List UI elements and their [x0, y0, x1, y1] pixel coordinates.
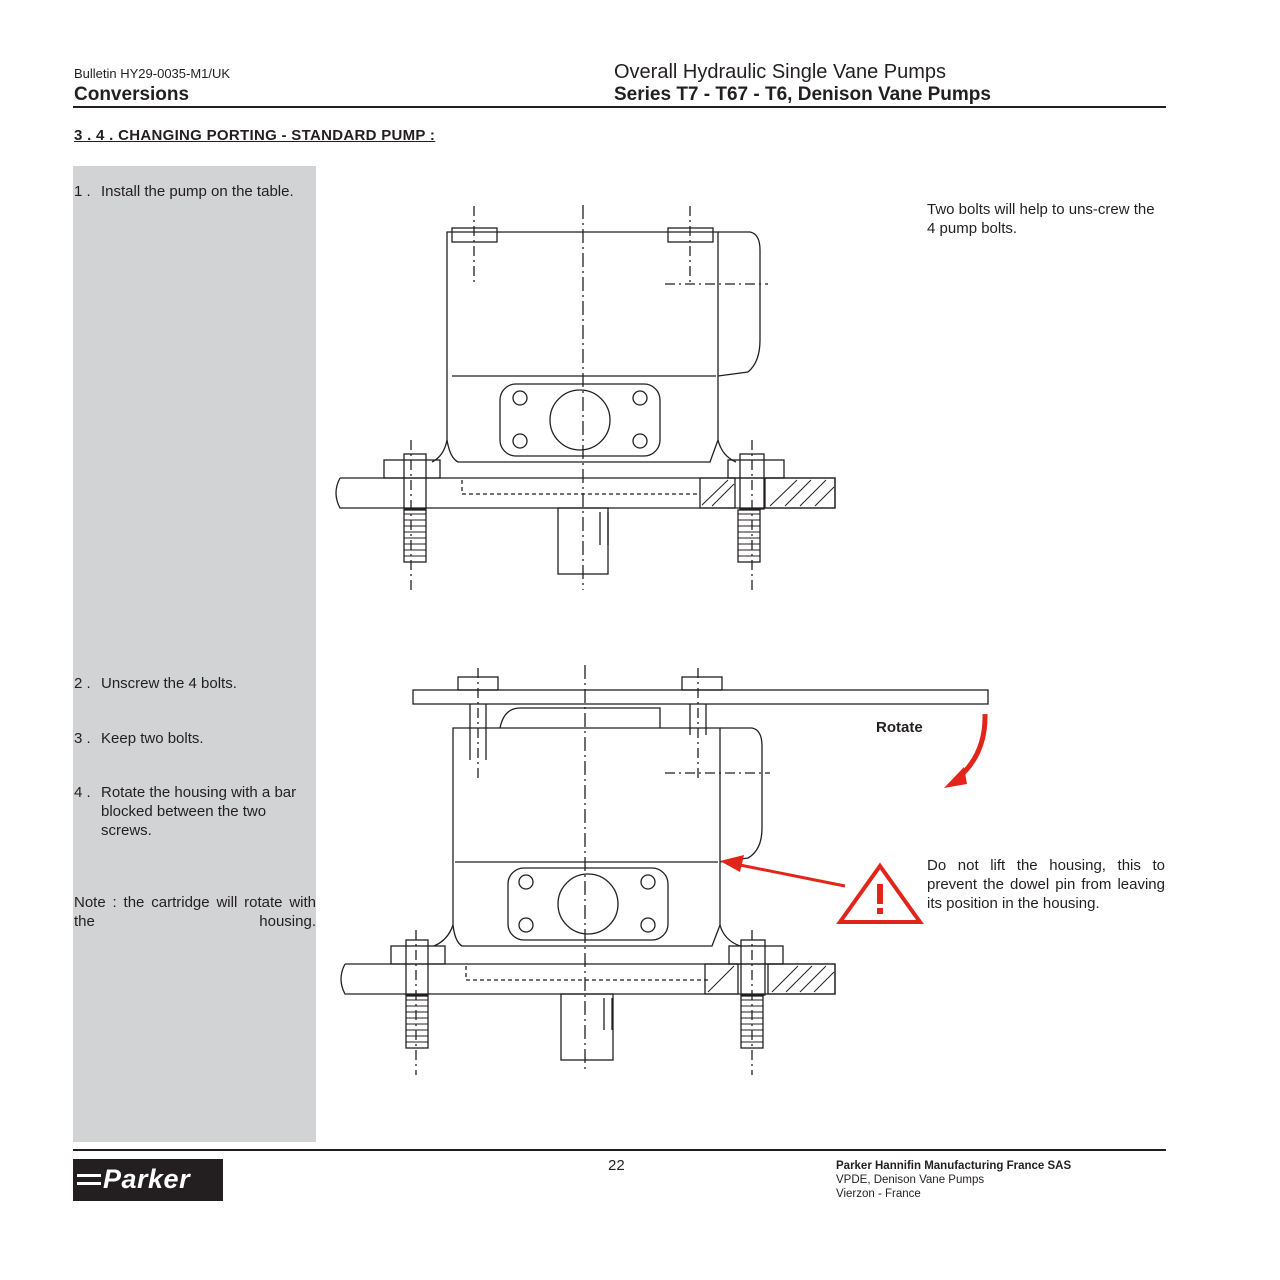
- rotate-label: Rotate: [876, 719, 923, 736]
- company-location: Vierzon - France: [836, 1188, 921, 1200]
- document-series: Series T7 - T67 - T6, Denison Vane Pumps: [614, 84, 991, 105]
- rotate-arrow-icon: [944, 713, 988, 788]
- step-number: 2 .: [74, 675, 91, 692]
- step-text: Keep two bolts.: [101, 730, 204, 747]
- section-name: Conversions: [74, 84, 190, 105]
- step-text: Install the pump on the table.: [101, 183, 294, 200]
- step-number: 3 .: [74, 730, 91, 747]
- header-divider: [73, 106, 1166, 108]
- company-division: VPDE, Denison Vane Pumps: [836, 1174, 985, 1186]
- step-text: Unscrew the 4 bolts.: [101, 675, 237, 692]
- cartridge-note: Note : the cartridge will rotate with th…: [74, 894, 316, 930]
- warning-triangle-icon: [836, 862, 924, 924]
- page-number: 22: [608, 1157, 625, 1174]
- step-number: 1 .: [74, 183, 91, 200]
- pointer-arrow-icon: [720, 855, 846, 888]
- company-name: Parker Hannifin Manufacturing France SAS: [836, 1160, 1072, 1172]
- step-number: 4 .: [74, 784, 91, 801]
- step-1: 1 . Install the pump on the table.: [74, 182, 316, 201]
- section-title: 3 . 4 . CHANGING PORTING - STANDARD PUMP…: [74, 127, 436, 144]
- instruction-sidebar: [73, 166, 316, 1142]
- bulletin-number: Bulletin HY29-0035-M1/UK: [74, 66, 231, 81]
- document-title: Overall Hydraulic Single Vane Pumps: [614, 61, 947, 83]
- parker-logo: Parker: [73, 1159, 223, 1201]
- step-3: 3 . Keep two bolts.: [74, 729, 316, 748]
- company-info: Parker Hannifin Manufacturing France SAS…: [836, 1159, 1071, 1201]
- step-4: 4 . Rotate the housing with a bar blocke…: [74, 783, 316, 840]
- figure1-caption: Two bolts will help to uns-crew the 4 pu…: [927, 201, 1155, 237]
- step-2: 2 . Unscrew the 4 bolts.: [74, 674, 316, 693]
- logo-text: Parker: [103, 1164, 191, 1194]
- warning-text: Do not lift the housing, this to prevent…: [927, 857, 1165, 912]
- step-text: Rotate the housing with a bar blocked be…: [101, 784, 297, 839]
- footer-divider: [73, 1149, 1166, 1151]
